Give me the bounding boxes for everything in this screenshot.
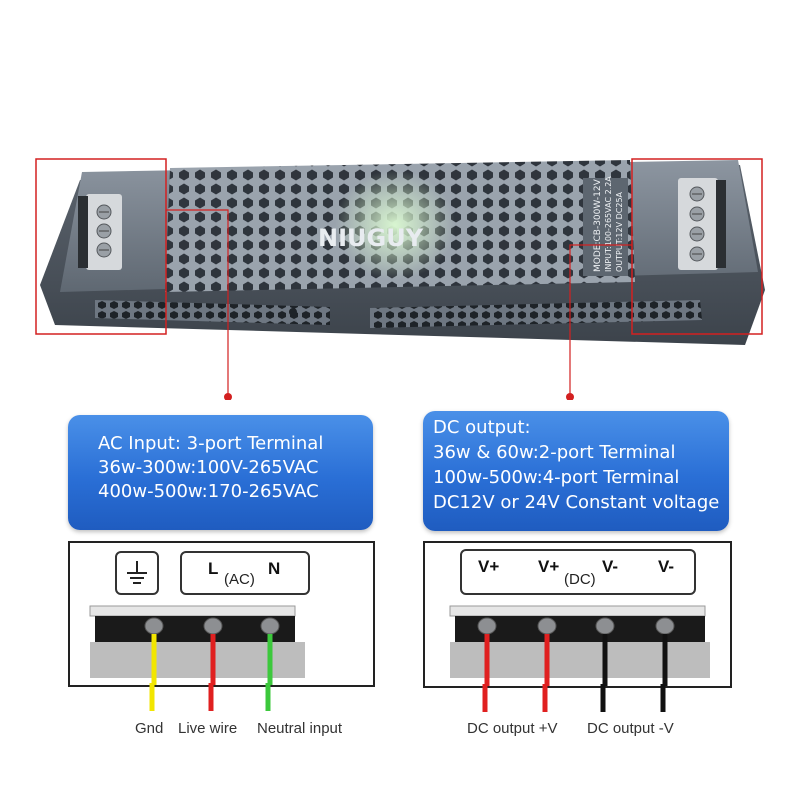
brand-logo: NIUGUY [318, 224, 424, 252]
ac-callout-line-1: AC Input: 3-port Terminal [98, 433, 324, 454]
caption-dc-output-negative: DC output -V [587, 720, 674, 737]
ac-screw [144, 617, 280, 635]
ac-terminal-strip [89, 605, 305, 685]
ground-label-box [115, 551, 159, 595]
caption-dc-output-positive: DC output +V [467, 720, 558, 737]
ac-callout-line-2: 36w-300w:100V-265VAC [98, 457, 319, 478]
dc-wiring-diagram: V+ V+ V- V- (DC) [423, 541, 732, 688]
ac-wire-tails [149, 683, 271, 711]
ac-wiring-diagram: L N (AC) [68, 541, 375, 687]
dc-terminal-strip [449, 605, 710, 686]
ac-terminal-block [78, 194, 122, 270]
power-supply-case [40, 160, 765, 345]
dc-group-label: (DC) [564, 571, 596, 588]
terminal-label-v-minus-2: V- [658, 557, 675, 576]
ac-terminal-label-box: L N (AC) [180, 551, 310, 595]
dc-callout-line-1: DC output: [433, 417, 531, 438]
ground-icon [127, 561, 147, 584]
terminal-label-v-plus-2: V+ [538, 557, 560, 576]
ac-leader-dot [224, 393, 232, 400]
dc-screw [477, 617, 675, 635]
caption-gnd: Gnd [135, 720, 164, 737]
ac-leader-line [166, 209, 229, 397]
spec-line-3: OUTPUT:12V DC25A [615, 191, 624, 272]
spec-line-2: INPUT:100-265VAC 2.2A [604, 176, 613, 272]
dc-terminal-label-box: V+ V+ V- V- (DC) [460, 549, 696, 595]
caption-neutral-input: Neutral input [257, 720, 343, 737]
ac-callout-line-3: 400w-500w:170-265VAC [98, 481, 319, 502]
ac-group-label: (AC) [224, 571, 255, 588]
terminal-label-l: L [208, 559, 219, 578]
dc-callout-line-4: DC12V or 24V Constant voltage [433, 492, 720, 513]
spec-line-1: MODE:CB-300W-12V [593, 178, 603, 272]
caption-live-wire: Live wire [178, 720, 238, 737]
dc-output-callout: DC output: 36w & 60w:2-port Terminal 100… [423, 411, 729, 531]
dc-terminal-block [678, 178, 726, 270]
power-supply-product: NIUGUY MODE:CB-300W-12V INPUT:100-265VAC… [35, 158, 765, 400]
ac-input-callout: AC Input: 3-port Terminal 36w-300w:100V-… [68, 415, 373, 530]
ac-highlight-box [35, 158, 167, 335]
dc-leader-dot [566, 393, 574, 400]
dc-callout-line-3: 100w-500w:4-port Terminal [433, 467, 680, 488]
dc-leader-line [569, 244, 632, 397]
terminal-label-v-plus-1: V+ [478, 557, 500, 576]
dc-wire-tails [482, 684, 666, 712]
dc-callout-line-2: 36w & 60w:2-port Terminal [433, 442, 676, 463]
terminal-label-v-minus-1: V- [602, 557, 619, 576]
terminal-label-n: N [268, 559, 281, 578]
dc-highlight-box [631, 158, 763, 335]
